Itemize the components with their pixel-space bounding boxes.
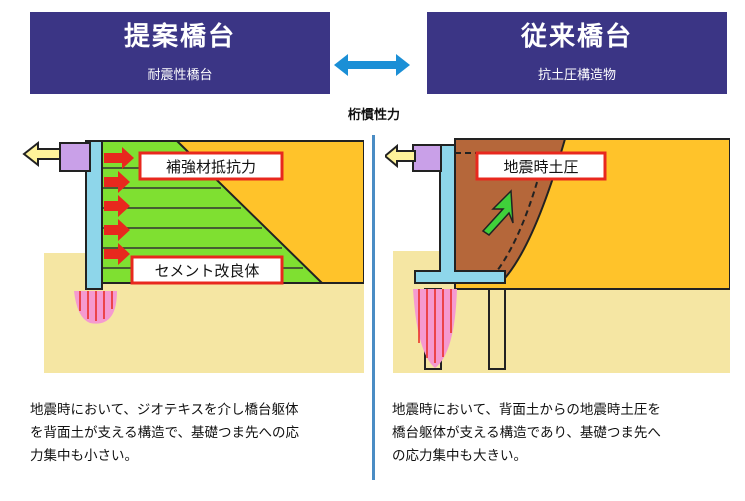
girder-inertia-label: 桁慣性力	[348, 108, 401, 123]
proposed-caption: 地震時において、ジオテキスを介し橋台躯体 を背面土が支える構造で、基礎つま先への…	[30, 399, 360, 468]
bridge-girder	[412, 144, 442, 172]
stress-arrows	[79, 291, 113, 321]
stress-arrows	[418, 289, 452, 363]
proposed-caption-line: 力集中も小さい。	[30, 448, 138, 464]
conventional-caption: 地震時において、背面土からの地震時土圧を 橋台躯体が支える構造であり、基礎つま先…	[392, 399, 722, 468]
proposed-abutment-title: 提案橋台	[123, 21, 236, 52]
conventional-abutment-title: 従来橋台	[520, 21, 633, 52]
proposed-abutment-header: 提案橋台 耐震性橋台	[30, 12, 330, 94]
proposed-abutment-diagram: 補強材抵抗力 セメント改良体	[22, 140, 364, 373]
inertia-arrow-icon	[22, 140, 61, 168]
cement-body-label-box	[130, 255, 284, 285]
inertia-arrow-icon	[385, 143, 416, 169]
conventional-caption-line: 地震時において、背面土からの地震時土圧を	[392, 402, 661, 418]
earth-pressure-arrow-icon	[481, 189, 514, 236]
proposed-caption-line: 地震時において、ジオテキスを介し橋台躯体	[30, 402, 299, 418]
seismic-earth-pressure-label: 地震時土圧	[503, 158, 578, 176]
conventional-abutment-header: 従来橋台 抗土圧構造物	[427, 12, 727, 94]
abutment-wall	[85, 140, 103, 290]
conventional-caption-line: の応力集中も大きい。	[392, 448, 527, 464]
proposed-abutment-subtitle: 耐震性橋台	[147, 67, 213, 83]
conventional-caption-line: 橋台躯体が支える構造であり、基礎つま先へ	[392, 425, 661, 441]
conventional-abutment-diagram: 地震時土圧	[385, 138, 730, 373]
reinforcement-resistance-arrows	[104, 147, 134, 265]
double-arrow-icon	[334, 54, 410, 76]
reinforcement-resistance-label-box	[138, 151, 284, 181]
reinforcement-resistance-label: 補強材抵抗力	[166, 158, 256, 176]
abutment-wall	[414, 144, 506, 284]
cement-body-label: セメント改良体	[155, 262, 260, 280]
center-divider	[372, 135, 375, 480]
conventional-abutment-subtitle: 抗土圧構造物	[537, 67, 616, 83]
bridge-girder	[59, 142, 91, 172]
proposed-caption-line: を背面土が支える構造で、基礎つま先への応	[30, 425, 300, 441]
seismic-earth-pressure-label-box	[475, 151, 607, 181]
rear-pile	[488, 288, 506, 370]
